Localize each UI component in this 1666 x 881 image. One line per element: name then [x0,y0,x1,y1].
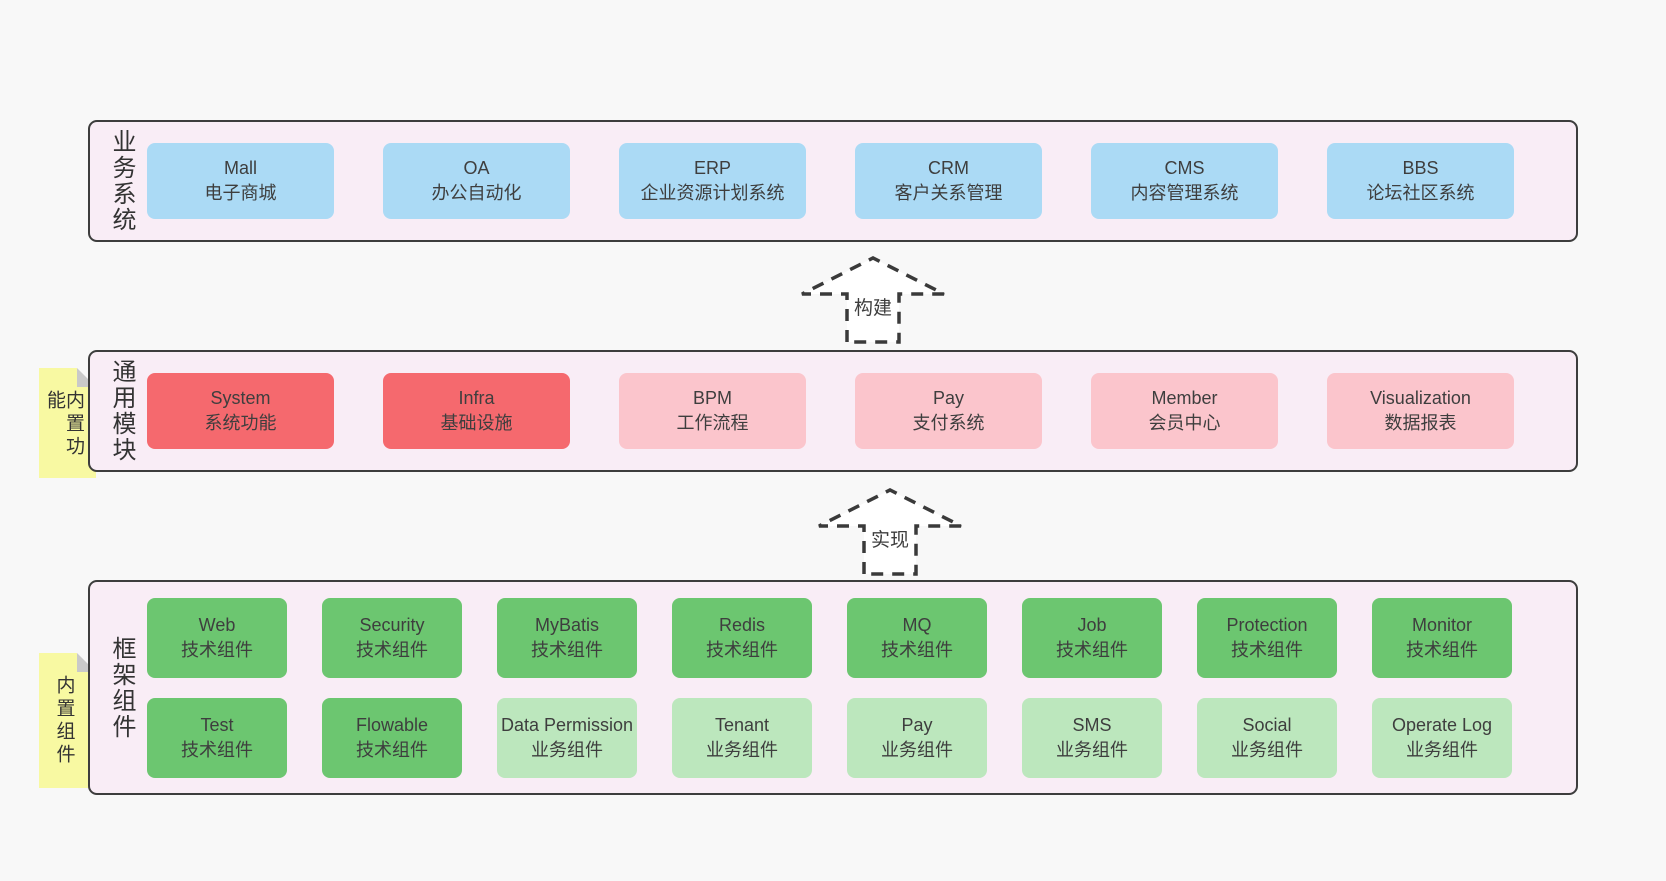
layer-boxes: Web 技术组件 Security 技术组件 MyBatis 技术组件 Redi… [139,597,1576,778]
box-bbs: BBS 论坛社区系统 [1327,143,1514,219]
arrow-build: 构建 [798,256,948,344]
box-cms: CMS 内容管理系统 [1091,143,1278,219]
arrow-label: 构建 [849,292,897,321]
layer-business-systems: 业务系统 Mall 电子商城 OA 办公自动化 ERP 企业资源计划系统 CRM… [88,120,1578,242]
sticky-note-built-in-features: 内置功能 [39,368,96,478]
box-system: System 系统功能 [147,373,334,449]
box-bpm: BPM 工作流程 [619,373,806,449]
box-protection: Protection 技术组件 [1197,597,1337,678]
box-mq: MQ 技术组件 [847,597,987,678]
box-pay-component: Pay 业务组件 [847,697,987,778]
box-job: Job 技术组件 [1022,597,1162,678]
box-monitor: Monitor 技术组件 [1372,597,1512,678]
box-flowable: Flowable 技术组件 [322,697,462,778]
sticky-note-label: 内置功能 [44,390,84,459]
box-data-permission: Data Permission 业务组件 [497,697,637,778]
box-oa: OA 办公自动化 [383,143,570,219]
layer-label: 通用模块 [108,359,135,463]
box-tenant: Tenant 业务组件 [672,697,812,778]
box-member: Member 会员中心 [1091,373,1278,449]
box-infra: Infra 基础设施 [383,373,570,449]
component-row-2: Test 技术组件 Flowable 技术组件 Data Permission … [147,697,1576,778]
box-erp: ERP 企业资源计划系统 [619,143,806,219]
layer-common-modules: 通用模块 System 系统功能 Infra 基础设施 BPM 工作流程 Pay… [88,350,1578,472]
arrow-implement: 实现 [815,488,965,576]
component-row-1: Web 技术组件 Security 技术组件 MyBatis 技术组件 Redi… [147,597,1576,678]
box-mybatis: MyBatis 技术组件 [497,597,637,678]
arrow-label: 实现 [866,524,914,553]
layer-boxes: Mall 电子商城 OA 办公自动化 ERP 企业资源计划系统 CRM 客户关系… [139,143,1576,219]
sticky-note-label: 内置组件 [53,675,75,767]
layer-label: 业务系统 [108,129,135,233]
box-operate-log: Operate Log 业务组件 [1372,697,1512,778]
box-social: Social 业务组件 [1197,697,1337,778]
box-redis: Redis 技术组件 [672,597,812,678]
box-crm: CRM 客户关系管理 [855,143,1042,219]
box-sms: SMS 业务组件 [1022,697,1162,778]
box-security: Security 技术组件 [322,597,462,678]
box-test: Test 技术组件 [147,697,287,778]
box-visualization: Visualization 数据报表 [1327,373,1514,449]
box-pay: Pay 支付系统 [855,373,1042,449]
box-mall: Mall 电子商城 [147,143,334,219]
layer-boxes: System 系统功能 Infra 基础设施 BPM 工作流程 Pay 支付系统… [139,373,1576,449]
layer-label: 框架组件 [108,635,135,740]
layer-framework-components: 框架组件 Web 技术组件 Security 技术组件 MyBatis 技术组件… [88,580,1578,795]
box-web: Web 技术组件 [147,597,287,678]
